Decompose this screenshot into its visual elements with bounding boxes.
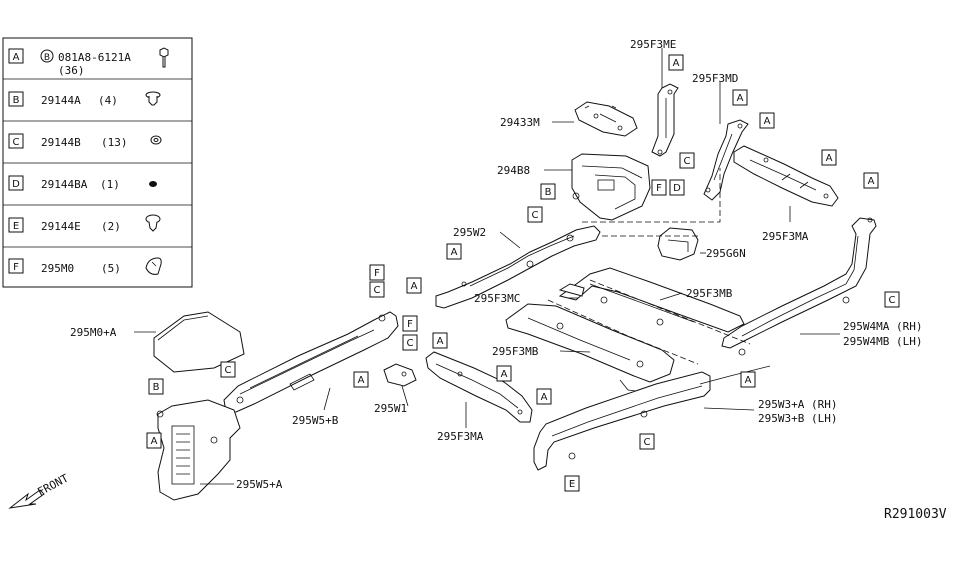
callout-a: A (737, 93, 744, 104)
callout-c: C (374, 285, 381, 296)
legend-part-f: 295M0 (41, 262, 74, 275)
legend-key-c: C (13, 137, 20, 148)
legend-qty-c: (13) (101, 136, 128, 149)
callout-a: A (451, 247, 458, 258)
legend-table: A B 081A8-6121A (36) B 29144A (4) C 2914… (2, 37, 193, 288)
label-295m0a: 295M0+A (70, 326, 117, 339)
legend-qty-e: (2) (101, 220, 121, 233)
front-arrow: FRONT (8, 471, 71, 509)
callout-c: C (889, 295, 896, 306)
callout-a: A (358, 375, 365, 386)
callout-a: A (826, 153, 833, 164)
bracket-295f3ma-bottom (425, 351, 533, 423)
frame-295f3mb-top (558, 267, 745, 333)
callout-f: F (407, 319, 413, 330)
label-295f3mc: 295F3MC (474, 292, 520, 305)
front-label: FRONT (35, 471, 71, 498)
callout-a: A (673, 58, 680, 69)
bracket-295w5a (156, 399, 241, 501)
rail-295w3 (533, 365, 771, 471)
label-295w5b: 295W5+B (292, 414, 339, 427)
push-clip-icon (145, 91, 161, 106)
label-295f3mb-mid: 295F3MB (492, 345, 539, 358)
frame-295f3mb-mid (505, 303, 675, 393)
legend-part-a: 081A8-6121A (58, 51, 131, 64)
clip-icon (150, 135, 162, 145)
callout-c: C (684, 156, 691, 167)
label-294b8: 294B8 (497, 164, 530, 177)
reference-code: R291003V (884, 507, 947, 522)
label-295w4ma: 295W4MA (RH) (843, 320, 922, 333)
rail-295w5b (223, 311, 399, 413)
legend-qty-a: (36) (58, 64, 85, 77)
label-295f3mb-top: 295F3MB (686, 287, 733, 300)
legend-key-e: E (13, 221, 19, 232)
legend-key-a: A (13, 52, 20, 63)
callout-a: A (411, 281, 418, 292)
label-295w4mb: 295W4MB (LH) (843, 335, 922, 348)
label-295w1: 295W1 (374, 402, 407, 415)
callout-a: A (501, 369, 508, 380)
callout-a: A (437, 336, 444, 347)
label-295f3ma-right: 295F3MA (762, 230, 809, 243)
callout-a: A (868, 176, 875, 187)
label-295f3md: 295F3MD (692, 72, 738, 85)
legend-part-c: 29144B (41, 136, 81, 149)
legend-part-b: 29144A (41, 94, 81, 107)
callout-b: B (545, 187, 552, 198)
dashed-leader-lines (547, 168, 751, 365)
nut-icon (149, 181, 157, 187)
label-29433m: 29433M (500, 116, 540, 129)
legend-part-d: 29144BA (41, 178, 88, 191)
label-leaders (134, 48, 840, 485)
plate-29433m (574, 101, 638, 137)
legend-key-d: D (12, 179, 20, 190)
rail-295w2 (435, 225, 601, 309)
legend-part-e: 29144E (41, 220, 81, 233)
rail-295w4 (721, 217, 877, 356)
callout-c: C (225, 365, 232, 376)
callout-f: F (374, 268, 380, 279)
callout-e: E (569, 479, 575, 490)
callout-boxes: A A C A A B F D C A A C A F C F C A C A … (146, 54, 900, 492)
callout-a: A (151, 436, 158, 447)
legend-circle-b: B (44, 53, 50, 63)
bracket-295f3ma-right (733, 145, 839, 207)
legend-qty-b: (4) (98, 94, 118, 107)
bracket-295w1 (383, 363, 417, 387)
pad-295m0a (153, 311, 245, 373)
label-295w5a: 295W5+A (236, 478, 283, 491)
legend-qty-f: (5) (101, 262, 121, 275)
legend-qty-d: (1) (100, 178, 120, 191)
label-295w3b: 295W3+B (LH) (758, 412, 837, 425)
label-295w3a: 295W3+A (RH) (758, 398, 837, 411)
callout-a: A (764, 116, 771, 127)
legend-key-f: F (13, 262, 19, 273)
part-labels: 295F3ME 295F3MD 29433M 294B8 295W2 295F3… (70, 38, 922, 491)
label-295w2: 295W2 (453, 226, 486, 239)
pad-icon (145, 257, 162, 275)
grommet-clip-icon (145, 214, 161, 232)
callout-c: C (407, 338, 414, 349)
callout-c: C (532, 210, 539, 221)
callout-b: B (153, 382, 160, 393)
callout-a: A (541, 392, 548, 403)
clip-295g6n (657, 227, 699, 261)
legend-key-b: B (13, 95, 20, 106)
callout-a: A (745, 375, 752, 386)
bracket-295f3me (651, 83, 679, 157)
label-295f3me: 295F3ME (630, 38, 676, 51)
module-294b8 (571, 153, 651, 221)
callout-f: F (656, 183, 662, 194)
bolt-icon (159, 47, 169, 68)
callout-d: D (673, 183, 681, 194)
label-295f3ma-bottom: 295F3MA (437, 430, 484, 443)
callout-c: C (644, 437, 651, 448)
label-295g6n: 295G6N (706, 247, 746, 260)
